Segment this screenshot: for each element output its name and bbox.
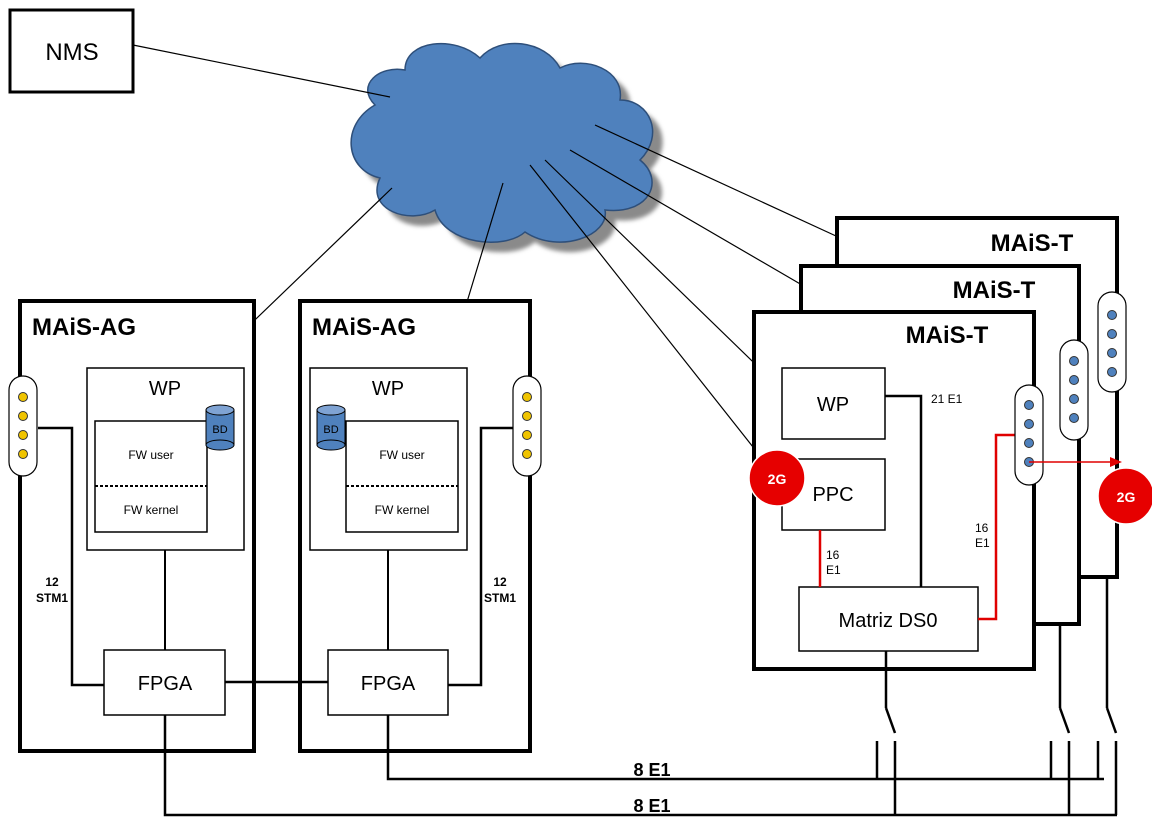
port-panel-front (1014, 384, 1044, 486)
port-panel-left (8, 375, 38, 477)
fw-right-box (345, 420, 459, 533)
2g-link-arrow (1029, 457, 1122, 467)
badge-2g-back-label: 2G (1117, 489, 1136, 505)
e1-link-lower-label: 8 E1 (633, 796, 670, 816)
database-left-icon: BD (205, 404, 235, 451)
fw-user-right: FW user (379, 448, 424, 462)
mais-ag-left-title: MAiS-AG (32, 314, 136, 341)
nms-box[interactable]: NMS (8, 8, 135, 94)
link-type-right: STM1 (484, 591, 516, 605)
mais-t-front-title: MAiS-T (906, 322, 989, 349)
db-right-label: BD (323, 424, 338, 436)
link-count-right: 12 (493, 575, 507, 589)
database-right-icon: BD (316, 404, 346, 451)
fw-user-left: FW user (128, 448, 173, 462)
network-cloud (350, 42, 663, 253)
mais-t-middle-title: MAiS-T (953, 277, 1036, 304)
fw-left-box (94, 420, 208, 533)
e1-ppc-count: 16 (826, 548, 840, 562)
e1-right-unit: E1 (975, 536, 990, 550)
badge-2g-back: 2G (1097, 467, 1152, 525)
matriz-label: Matriz DS0 (839, 610, 938, 632)
port-panel-middle (1059, 339, 1089, 441)
link-type-left: STM1 (36, 591, 68, 605)
wp-left-label: WP (149, 378, 181, 400)
fpga-left-label: FPGA (138, 673, 193, 695)
port-panel-back (1097, 291, 1127, 393)
nms-label: NMS (45, 39, 98, 66)
bottom-e1-links (163, 577, 1118, 817)
wp-t-box[interactable] (781, 367, 886, 440)
e1-top-label: 21 E1 (931, 392, 963, 406)
db-left-label: BD (212, 424, 227, 436)
mais-ag-left: MAiS-AG WP FW user FW kernel BD FPGA 12 … (8, 299, 256, 753)
fw-kernel-left: FW kernel (124, 503, 179, 517)
mais-t-back-title: MAiS-T (991, 230, 1074, 257)
port-panel-right (512, 375, 542, 477)
ppc-label: PPC (812, 484, 853, 506)
fpga-right-label: FPGA (361, 673, 416, 695)
link-count-left: 12 (45, 575, 59, 589)
fw-kernel-right: FW kernel (375, 503, 430, 517)
e1-right-count: 16 (975, 521, 989, 535)
mais-ag-right: MAiS-AG WP FW user FW kernel BD FPGA 12 … (298, 299, 542, 753)
mais-t-front: MAiS-T WP PPC Matriz DS0 21 E1 16 E1 16 … (748, 310, 1044, 671)
wp-t-label: WP (817, 394, 849, 416)
badge-2g-front: 2G (748, 449, 806, 507)
e1-link-upper-label: 8 E1 (633, 760, 670, 780)
e1-ppc-unit: E1 (826, 563, 841, 577)
mais-ag-right-title: MAiS-AG (312, 314, 416, 341)
wp-right-label: WP (372, 378, 404, 400)
badge-2g-front-label: 2G (768, 471, 787, 487)
